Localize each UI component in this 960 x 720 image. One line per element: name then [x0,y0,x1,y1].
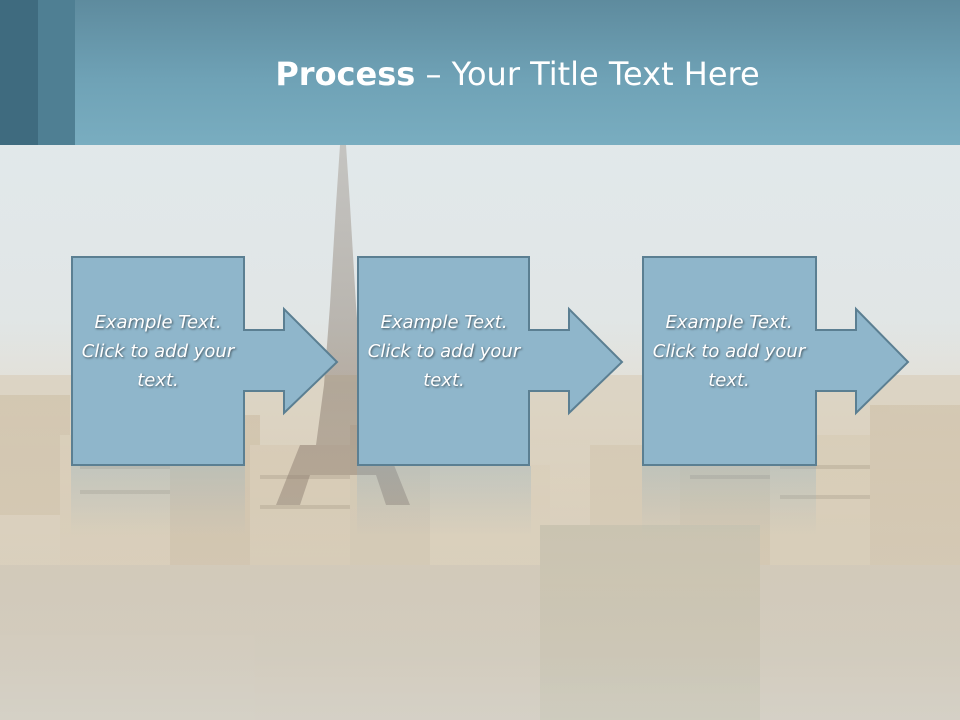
slide-title-rest: – Your Title Text Here [415,55,760,93]
step-arrow-shape [642,256,910,466]
process-step-3[interactable]: Example Text. Click to add your text. [642,256,912,466]
step-reflection [642,466,816,536]
step-text[interactable]: Example Text. Click to add your text. [81,312,235,391]
step-text[interactable]: Example Text. Click to add your text. [652,312,806,391]
process-step-1[interactable]: Example Text. Click to add your text. [71,256,341,466]
step-text[interactable]: Example Text. Click to add your text. [367,312,521,391]
step-reflection [357,466,531,536]
step-arrow-shape [71,256,339,466]
process-step-2[interactable]: Example Text. Click to add your text. [357,256,627,466]
header-accent-stripe-secondary [38,0,75,145]
header-accent-stripe [0,0,38,145]
slide-title[interactable]: Process – Your Title Text Here [75,52,960,96]
title-bar: Process – Your Title Text Here [0,0,960,145]
slide-title-bold: Process [275,55,416,93]
step-reflection [71,466,245,536]
step-arrow-shape [357,256,624,466]
